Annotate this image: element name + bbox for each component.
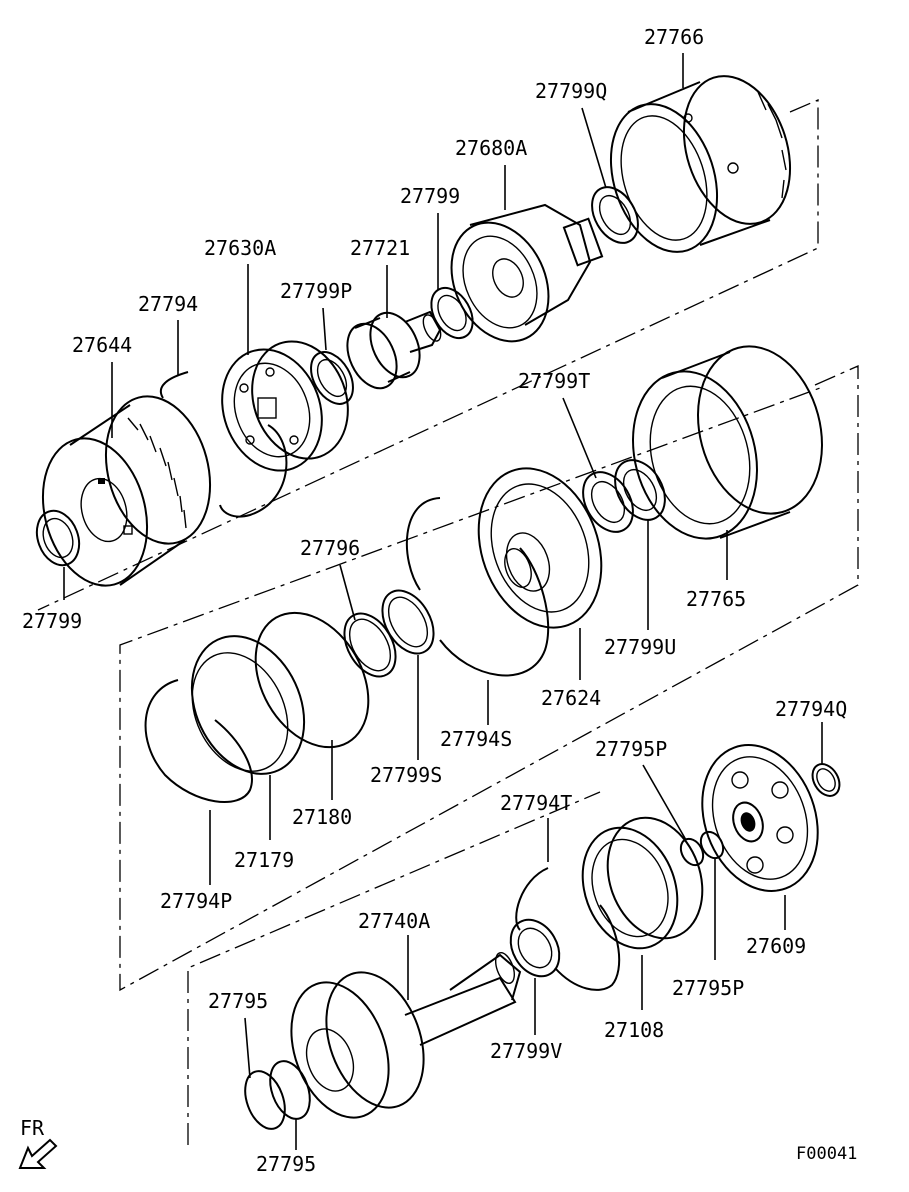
label-27795-top: 27795 — [208, 989, 268, 1013]
part-27740A-shaft — [290, 952, 522, 1119]
part-27796-ring — [343, 612, 397, 678]
label-27740A: 27740A — [358, 909, 430, 933]
label-27795P-top: 27795P — [595, 737, 667, 761]
part-27799P-washer — [310, 351, 354, 405]
part-27766-drum — [609, 75, 792, 253]
label-27721: 27721 — [350, 236, 410, 260]
part-27794T-snap-ring — [515, 867, 621, 991]
part-27609-sprocket — [701, 744, 819, 892]
label-27799V: 27799V — [490, 1039, 562, 1063]
label-27179: 27179 — [234, 848, 294, 872]
label-27796: 27796 — [300, 536, 360, 560]
label-27799-left: 27799 — [22, 609, 82, 633]
label-27799S: 27799S — [370, 763, 442, 787]
part-27795P-rings — [679, 830, 725, 867]
label-27609: 27609 — [746, 934, 806, 958]
label-27794S: 27794S — [440, 727, 512, 751]
label-27108: 27108 — [604, 1018, 664, 1042]
part-27799S-ring — [381, 589, 435, 655]
label-27794: 27794 — [138, 292, 198, 316]
label-27799U: 27799U — [604, 635, 676, 659]
part-27180-ring — [254, 611, 370, 749]
label-27799T: 27799T — [518, 369, 590, 393]
label-27795P-bottom: 27795P — [672, 976, 744, 1000]
part-27721-sun-gear — [346, 310, 442, 390]
part-27644-drum — [41, 395, 212, 587]
label-27766: 27766 — [644, 25, 704, 49]
part-27108-clutch — [581, 816, 704, 950]
fr-arrow-icon — [18, 1138, 58, 1169]
label-27794T: 27794T — [500, 791, 572, 815]
label-27180: 27180 — [292, 805, 352, 829]
label-27799P: 27799P — [280, 279, 352, 303]
part-27799Q-washer — [591, 186, 639, 244]
part-27794Q-ring — [811, 763, 841, 797]
part-27624-hub — [477, 467, 603, 629]
part-27795-snap-rings — [244, 1060, 311, 1130]
part-27630A-hub — [221, 340, 349, 472]
figure-code: F00041 — [796, 1144, 857, 1164]
label-27794P: 27794P — [160, 889, 232, 913]
label-27630A: 27630A — [204, 236, 276, 260]
label-27799Q: 27799Q — [535, 79, 607, 103]
label-27680A: 27680A — [455, 136, 527, 160]
label-27795-bottom: 27795 — [256, 1152, 316, 1176]
label-27799-top: 27799 — [400, 184, 460, 208]
leader-lines — [63, 53, 823, 1150]
label-27644: 27644 — [72, 333, 132, 357]
label-27765: 27765 — [686, 587, 746, 611]
part-27794S-snap-ring — [405, 497, 550, 677]
part-27794-snap-ring — [159, 371, 288, 518]
part-27799-washer-left — [35, 509, 81, 567]
label-27624: 27624 — [541, 686, 601, 710]
part-27799V-washer — [509, 918, 561, 978]
part-27680A-carrier — [450, 203, 604, 343]
part-labels: 27766 27799Q 27680A 27799 27630A 27721 2… — [20, 25, 857, 1176]
part-27179-piston — [190, 635, 306, 775]
label-27794Q: 27794Q — [775, 697, 847, 721]
direction-label: FR — [20, 1116, 45, 1140]
part-27794P-snap-ring — [144, 679, 253, 803]
group-boundaries — [37, 99, 859, 1145]
part-27799U-washer — [614, 459, 666, 521]
